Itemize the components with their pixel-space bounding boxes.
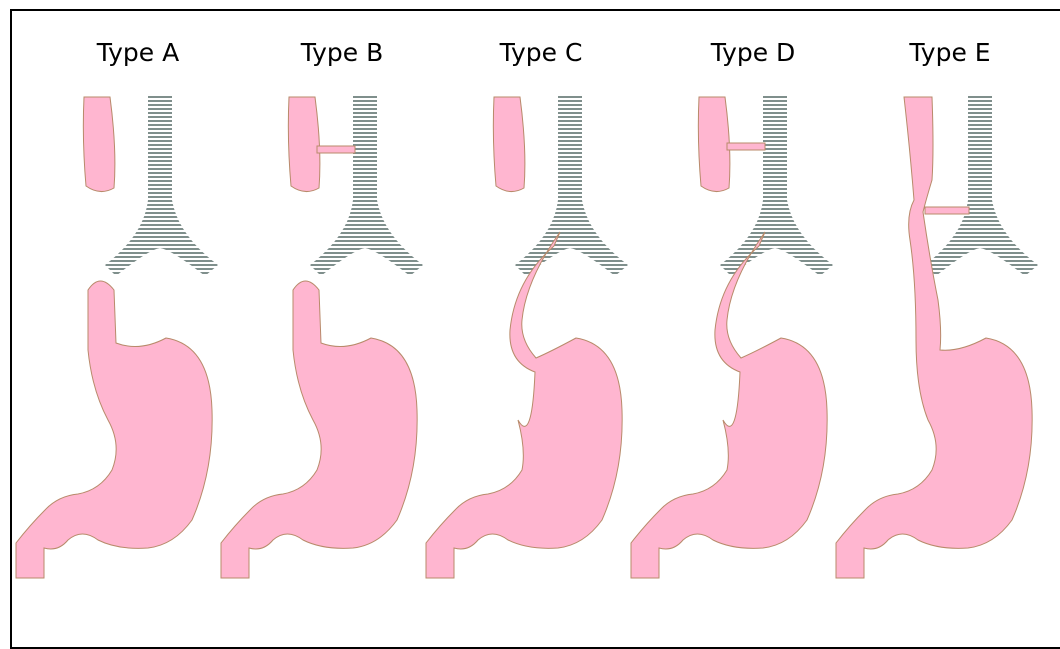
type-b-fistula — [317, 146, 355, 153]
type-d-upper-fistula — [727, 143, 765, 150]
type-d-trachea — [720, 94, 833, 276]
type-a-stomach — [16, 281, 212, 578]
type-c-upper-esophagus — [493, 97, 525, 192]
type-e-continuous-esophagus-stomach — [836, 97, 1032, 578]
type-a-upper-esophagus — [83, 97, 115, 192]
type-c-diagram — [426, 94, 628, 578]
type-e-diagram — [836, 94, 1038, 578]
type-c-trachea — [515, 94, 628, 276]
type-c-stomach-with-fistula — [426, 232, 622, 578]
type-a-trachea — [105, 94, 218, 276]
type-b-trachea — [310, 94, 423, 276]
atresia-diagram — [0, 0, 1060, 629]
type-b-diagram — [221, 94, 423, 578]
type-a-diagram — [16, 94, 218, 578]
type-b-stomach — [221, 281, 417, 578]
type-e-trachea — [925, 94, 1038, 276]
type-e-fistula — [925, 207, 969, 214]
type-d-upper-esophagus — [698, 97, 730, 192]
type-d-diagram — [631, 94, 833, 578]
type-d-stomach-with-fistula — [631, 232, 827, 578]
type-b-upper-esophagus — [288, 97, 320, 192]
